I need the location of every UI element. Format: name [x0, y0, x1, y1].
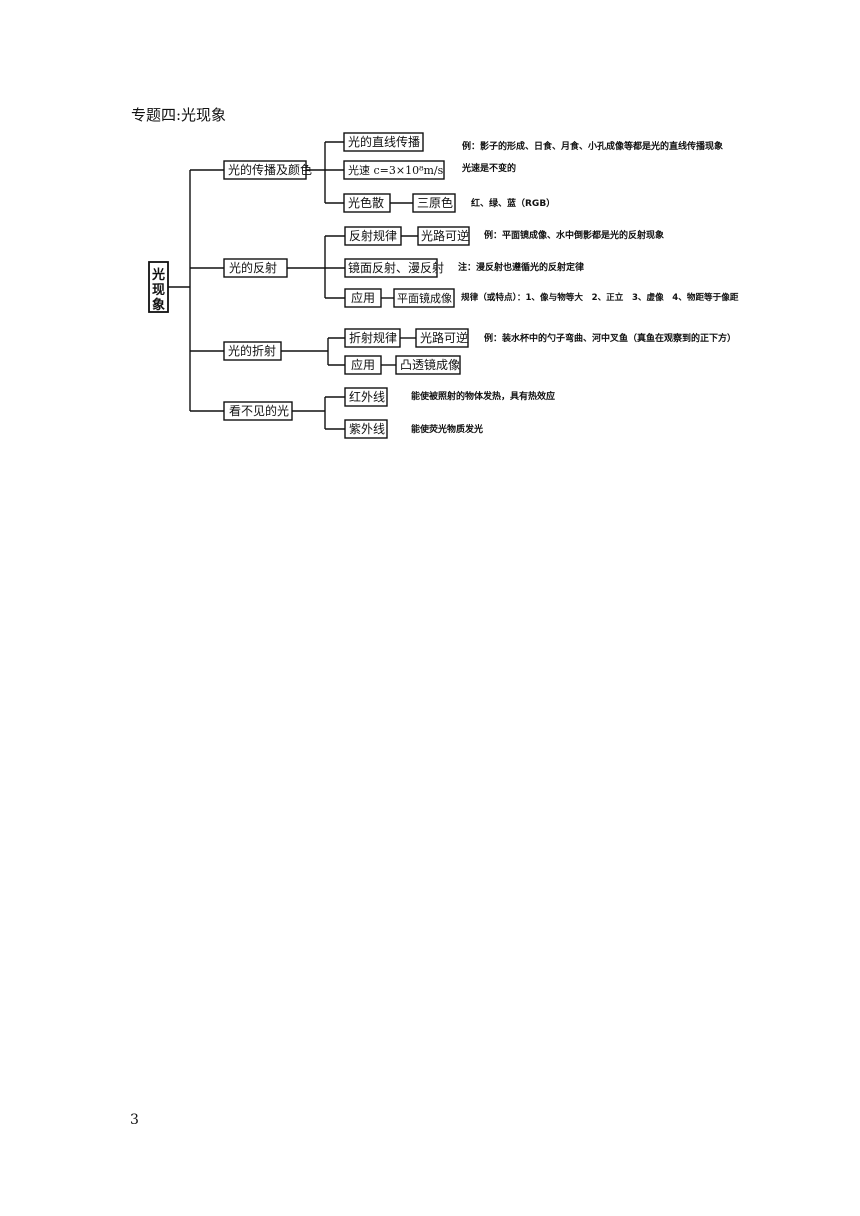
- node-ultraviolet: 紫外线: [349, 422, 385, 436]
- note-ultraviolet: 能使荧光物质发光: [411, 423, 483, 435]
- note-refraction-law: 例：装水杯中的勺子弯曲、河中叉鱼（真鱼在观察到的正下方）: [484, 332, 736, 344]
- branch-reflection: 光的反射 反射规律 光路可逆 例：平面镜成像、水中倒影都是光的反射现象 镜面反射…: [223, 226, 739, 308]
- root-label: 光现象: [151, 267, 165, 313]
- note-straight-propagation: 例：影子的形成、日食、月食、小孔成像等都是光的直线传播现象: [462, 140, 723, 152]
- branch-label-refraction: 光的折射: [228, 343, 276, 358]
- node-straight-propagation: 光的直线传播: [348, 134, 420, 149]
- page-title: 专题四:光现象: [131, 106, 227, 124]
- note-reflection-law: 例：平面镜成像、水中倒影都是光的反射现象: [484, 229, 664, 241]
- node-reflection-reversible: 光路可逆: [421, 228, 469, 243]
- note-infrared: 能使被照射的物体发热，具有热效应: [411, 390, 555, 402]
- node-reflection-types: 镜面反射、漫反射: [348, 260, 444, 275]
- connector-lines: [168, 141, 418, 430]
- branch-label-propagation: 光的传播及颜色: [228, 162, 312, 177]
- node-infrared: 红外线: [349, 389, 385, 404]
- node-plane-mirror: 平面镜成像: [397, 291, 452, 305]
- root-node: 光现象: [148, 261, 169, 313]
- node-refraction-law: 折射规律: [349, 330, 397, 345]
- node-dispersion: 光色散: [348, 195, 384, 210]
- note-light-speed: 光速是不变的: [461, 162, 516, 174]
- page-number: 3: [130, 1112, 139, 1128]
- branch-propagation: 光的传播及颜色 光的直线传播 例：影子的形成、日食、月食、小孔成像等都是光的直线…: [223, 132, 723, 213]
- node-refraction-application: 应用: [351, 357, 375, 372]
- note-reflection-types: 注：漫反射也遵循光的反射定律: [458, 261, 584, 273]
- branch-refraction: 光的折射 折射规律 光路可逆 例：装水杯中的勺子弯曲、河中叉鱼（真鱼在观察到的正…: [223, 328, 736, 375]
- node-reflection-application: 应用: [351, 290, 375, 305]
- branch-invisible: 看不见的光 红外线 能使被照射的物体发热，具有热效应 紫外线 能使荧光物质发光: [223, 387, 555, 439]
- node-light-speed: 光速 c=3×10⁸m/s: [348, 163, 444, 177]
- node-primary-colors: 三原色: [417, 196, 453, 210]
- node-reflection-law: 反射规律: [349, 228, 397, 243]
- branch-label-invisible: 看不见的光: [229, 403, 289, 418]
- note-primary-colors: 红、绿、蓝（RGB）: [471, 197, 555, 209]
- branch-label-reflection: 光的反射: [229, 260, 277, 275]
- node-convex-lens: 凸透镜成像: [400, 357, 460, 372]
- node-refraction-reversible: 光路可逆: [420, 330, 468, 345]
- note-plane-mirror: 规律（或特点）：1、像与物等大 2、正立 3、虚像 4、物距等于像距: [461, 291, 739, 303]
